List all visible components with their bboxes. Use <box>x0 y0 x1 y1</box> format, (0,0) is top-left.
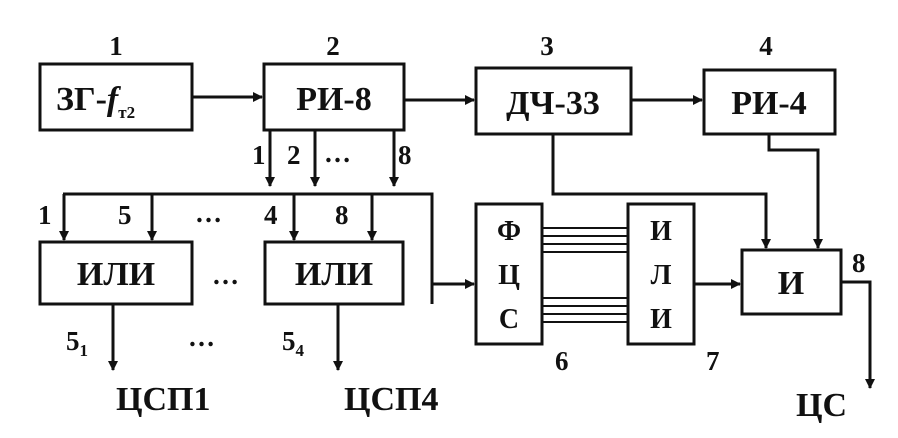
outputs-dots: … <box>188 322 215 352</box>
wire-bus-to-fcs <box>394 192 434 304</box>
or7-letter-2: Л <box>651 260 672 291</box>
block-1-label-text: ЗГ- <box>56 81 107 118</box>
block-4-label: РИ-4 <box>731 85 807 122</box>
or-gate-right-label: ИЛИ <box>295 256 373 293</box>
block-2-label: РИ-8 <box>296 81 372 118</box>
bus-label-dots: … <box>195 198 222 228</box>
fcs-to-or-bus <box>542 227 628 323</box>
or-gate-right <box>263 240 405 306</box>
block-6-fcs <box>474 202 544 346</box>
output-csp4: ЦСП4 <box>344 381 438 418</box>
bus-label-8: 8 <box>335 200 349 230</box>
block-7-or <box>626 202 696 346</box>
block-1-f-subscript: т2 <box>118 103 135 122</box>
block-8-number: 8 <box>852 248 866 278</box>
block-3-divider <box>474 66 633 136</box>
wire-ri4-to-and <box>767 134 823 249</box>
block-7-number: 7 <box>706 346 720 376</box>
out-index-left-sub: 1 <box>80 341 89 360</box>
fcs-letter-1: Ф <box>497 216 521 247</box>
fcs-letter-3: С <box>499 304 519 335</box>
block-8-label: И <box>778 265 804 302</box>
out-index-left-main: 5 <box>66 326 80 356</box>
ri8-label-1: 1 <box>252 140 266 170</box>
block-4-ring-register <box>702 68 837 136</box>
output-cs: ЦС <box>796 387 847 424</box>
or7-letter-1: И <box>650 216 672 247</box>
block-6-number: 6 <box>555 346 569 376</box>
ri8-label-2: 2 <box>287 140 301 170</box>
block-1-label: ЗГ-fт2 <box>56 81 135 122</box>
fcs-letter-2: Ц <box>498 260 520 291</box>
block-2-number: 2 <box>326 31 340 61</box>
ri8-label-8: 8 <box>398 140 412 170</box>
block-2-ring-register <box>262 62 406 132</box>
or-gate-left-label: ИЛИ <box>77 256 155 293</box>
block-4-number: 4 <box>759 31 773 61</box>
ri8-label-dots: … <box>324 138 351 168</box>
out-index-right: 54 <box>282 326 305 360</box>
wire-dch33-to-and <box>551 134 771 249</box>
block-1-f-symbol: f <box>107 81 122 118</box>
out-index-right-main: 5 <box>282 326 296 356</box>
or-gate-left <box>38 240 194 306</box>
or7-letter-3: И <box>650 304 672 335</box>
block-1-number: 1 <box>109 31 123 61</box>
wire-and-out <box>841 280 875 389</box>
out-index-left: 51 <box>66 326 88 360</box>
block-3-number: 3 <box>540 31 554 61</box>
block-8-and <box>740 248 843 316</box>
block-3-label: ДЧ-33 <box>506 85 600 122</box>
out-index-right-sub: 4 <box>296 341 305 360</box>
bus-label-1: 1 <box>38 200 52 230</box>
bus-label-4: 4 <box>264 200 278 230</box>
bus-label-5: 5 <box>118 200 132 230</box>
output-csp1: ЦСП1 <box>116 381 210 418</box>
block-1-generator <box>38 62 194 132</box>
between-gates-dots: … <box>212 260 239 290</box>
